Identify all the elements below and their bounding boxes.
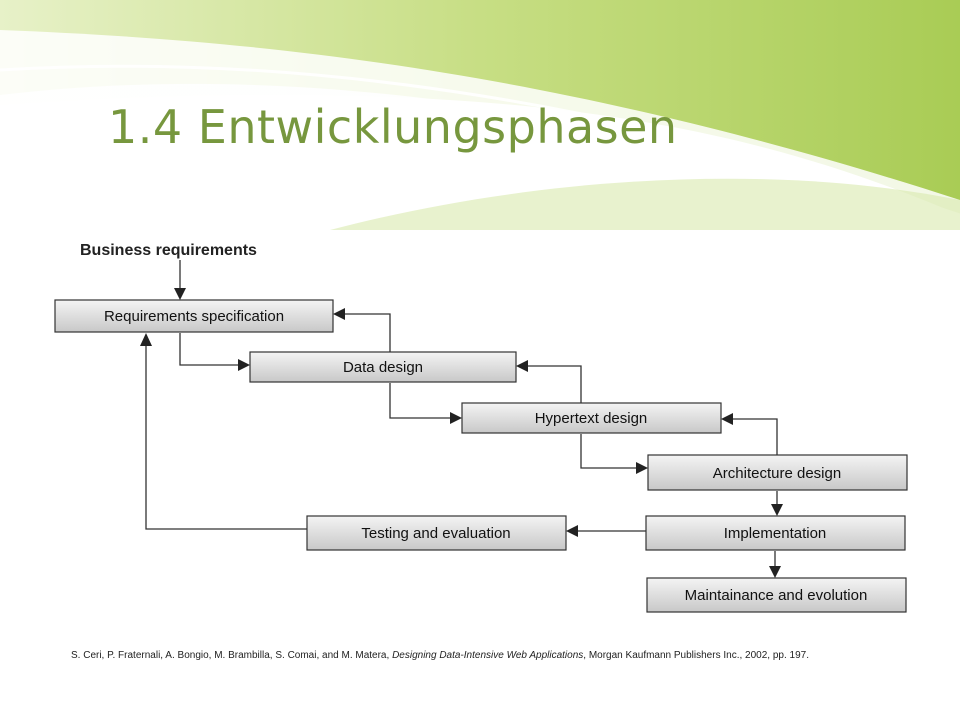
- arrow-hypertext-to-architecture: [580, 434, 638, 469]
- phase-testing-and-evaluation: Testing and evaluation: [306, 515, 567, 551]
- phase-implementation: Implementation: [645, 515, 906, 551]
- arrow-data-to-hypertext: [389, 383, 452, 419]
- phase-label: Implementation: [724, 525, 827, 542]
- phase-hypertext-design: Hypertext design: [461, 402, 722, 434]
- phase-box: [54, 299, 334, 333]
- phase-box: [647, 454, 908, 491]
- slide-title: 1.4 Entwicklungsphasen: [108, 100, 678, 154]
- citation: S. Ceri, P. Fraternali, A. Bongio, M. Br…: [71, 650, 809, 661]
- arrow-architecture-feedback-to-hypertext: [733, 418, 778, 455]
- phase-label: Testing and evaluation: [361, 525, 510, 542]
- phase-label: Data design: [343, 359, 423, 376]
- arrowhead: [771, 504, 783, 516]
- arrow-data-feedback-to-requirements: [345, 313, 391, 352]
- phase-label: Hypertext design: [535, 410, 648, 427]
- phase-requirements-specification: Requirements specification: [54, 299, 334, 333]
- arrowhead: [516, 360, 528, 372]
- citation-book-title: Designing Data-Intensive Web Application…: [392, 650, 584, 661]
- arrowhead: [769, 566, 781, 578]
- citation-publisher: , Morgan Kaufmann Publishers Inc., 2002,…: [583, 650, 809, 661]
- phase-box: [645, 515, 906, 551]
- arrowhead: [450, 412, 462, 424]
- phase-data-design: Data design: [249, 351, 517, 383]
- phase-label: Architecture design: [713, 465, 841, 482]
- phase-box: [646, 577, 907, 613]
- phase-box: [461, 402, 722, 434]
- arrowhead: [636, 462, 648, 474]
- arrowhead: [333, 308, 345, 320]
- arrowhead: [174, 288, 186, 300]
- arrowhead: [721, 413, 733, 425]
- phase-maintainance-and-evolution: Maintainance and evolution: [646, 577, 907, 613]
- phase-box: [306, 515, 567, 551]
- phase-architecture-design: Architecture design: [647, 454, 908, 491]
- arrow-requirements-to-data: [179, 333, 240, 366]
- phase-box: [249, 351, 517, 383]
- header-background: [0, 0, 960, 230]
- arrowhead: [140, 333, 152, 346]
- phase-label: Maintainance and evolution: [685, 587, 868, 604]
- arrow-hypertext-feedback-to-data: [528, 365, 582, 403]
- business-requirements-label: Business requirements: [80, 242, 257, 259]
- citation-authors: S. Ceri, P. Fraternali, A. Bongio, M. Br…: [71, 650, 393, 661]
- arrowhead: [238, 359, 250, 371]
- arrowhead: [566, 525, 578, 537]
- phase-label: Requirements specification: [104, 308, 284, 325]
- arrow-testing-feedback-to-requirements: [145, 344, 307, 530]
